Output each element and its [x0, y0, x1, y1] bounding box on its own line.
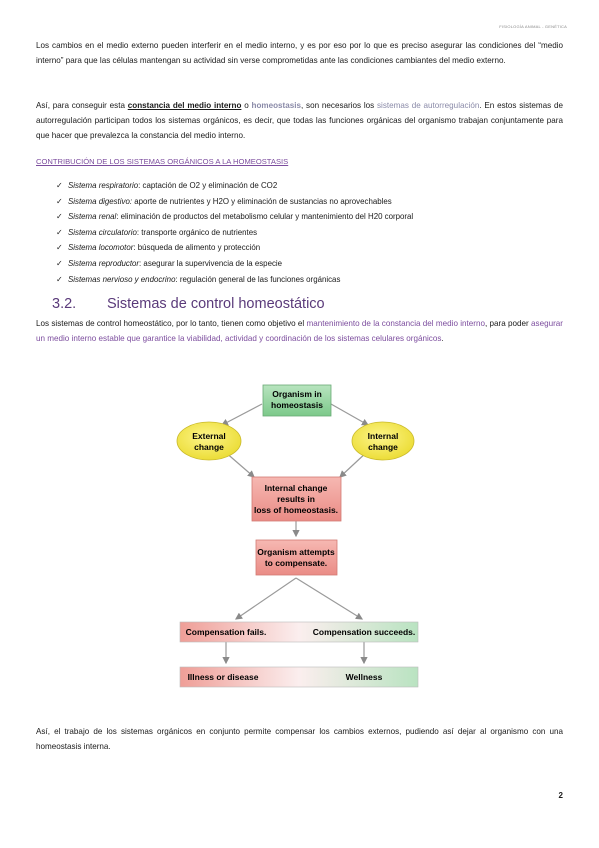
text: Los sistemas de control homeostático, po…	[36, 319, 307, 328]
text: , para poder	[485, 319, 532, 328]
arrow	[330, 403, 370, 426]
arrow	[220, 403, 263, 426]
check-icon: ✓	[56, 274, 63, 284]
box-text: homeostasis	[271, 400, 323, 410]
list-item: ✓ Sistemas nervioso y endocrino: regulaci…	[56, 272, 413, 288]
page-number: 2	[558, 791, 563, 800]
text: , son necesarios los	[301, 101, 377, 110]
system-name: Sistema circulatorio	[68, 227, 137, 237]
check-icon: ✓	[56, 227, 63, 237]
box-text: results in	[277, 494, 315, 504]
system-desc: : búsqueda de alimento y protección	[133, 243, 261, 253]
paragraph-conclusion: Así, el trabajo de los sistemas orgánico…	[36, 727, 563, 751]
oval-text: Internal	[368, 431, 399, 441]
check-icon: ✓	[56, 196, 63, 206]
systems-list: ✓ Sistema respiratorio: captación de O2 y…	[56, 178, 413, 287]
oval-text: External	[192, 431, 226, 441]
system-desc: aporte de nutrientes y H2O y eliminación…	[132, 196, 392, 206]
system-desc: : asegurar la supervivencia de la especi…	[139, 258, 283, 268]
oval-text: change	[194, 442, 224, 452]
system-desc: : captación de O2 y eliminación de CO2	[138, 181, 278, 190]
check-icon: ✓	[56, 181, 63, 190]
section-heading-title: Sistemas de control homeostático	[107, 296, 325, 312]
system-name: Sistema respiratorio	[68, 181, 139, 190]
paragraph-homeostasis: Así, para conseguir esta constancia del …	[36, 98, 563, 143]
system-desc: : regulación general de las funciones or…	[175, 274, 341, 284]
list-item: ✓ Sistema renal: eliminación de productos…	[56, 209, 413, 225]
page-header: FISIOLOGÍA ANIMAL - GENÉTICA	[499, 24, 567, 29]
paragraph-intro: Los cambios en el medio externo pueden i…	[36, 41, 563, 65]
check-icon: ✓	[56, 243, 63, 253]
list-item: ✓ Sistema respiratorio: captación de O2 y…	[56, 178, 413, 194]
text: . En estos sistemas de autorregulación p…	[36, 101, 563, 140]
list-item: ✓ Sistema reproductor: asegurar la superv…	[56, 256, 413, 272]
box-text: Internal change	[265, 483, 328, 493]
arrow	[295, 577, 364, 620]
list-item: ✓ Sistema digestivo: aporte de nutrientes…	[56, 194, 413, 210]
outcome-bar	[179, 666, 419, 688]
section-heading: 3.2. Sistemas de control homeostático	[52, 296, 325, 312]
check-icon: ✓	[56, 258, 63, 268]
compensation-bar	[179, 621, 419, 643]
system-name: Sistema reproductor	[68, 258, 140, 268]
attempt-compensate-box	[255, 539, 338, 576]
list-item: ✓ Sistema circulatorio: transporte orgáni…	[56, 225, 413, 241]
box-text: loss of homeostasis.	[254, 505, 338, 515]
system-desc: : transporte orgánico de nutrientes	[136, 227, 258, 237]
text: o	[241, 101, 252, 110]
box-text: to compensate.	[265, 558, 327, 568]
system-name: Sistema digestivo:	[68, 196, 133, 206]
emphasis-mantenimiento: mantenimiento de la constancia del medio…	[306, 319, 485, 328]
external-change-oval	[176, 421, 242, 461]
system-name: Sistema locomotor	[68, 243, 134, 253]
emphasis-constancia: constancia del medio interno	[127, 101, 242, 110]
system-name: Sistema renal	[68, 212, 117, 222]
arrow	[235, 577, 297, 620]
list-item: ✓ Sistema locomotor: búsqueda de alimento…	[56, 240, 413, 256]
section-title: CONTRIBUCIÓN DE LOS SISTEMAS ORGÁNICOS A…	[36, 157, 289, 166]
paragraph-control: Los sistemas de control homeostático, po…	[36, 316, 563, 346]
system-name: Sistemas nervioso y endocrino	[68, 274, 176, 284]
organism-homeostasis-box	[262, 384, 332, 417]
check-icon: ✓	[56, 212, 63, 222]
box-text: Organism attempts	[257, 547, 335, 557]
section-number: 3.2.	[52, 296, 77, 312]
compensation-fails-label: Compensation fails.	[186, 627, 267, 637]
text: Así, para conseguir esta	[36, 101, 128, 110]
emphasis-asegurar: asegurar un medio interno estable que ga…	[36, 319, 563, 343]
loss-homeostasis-box	[251, 476, 342, 522]
oval-text: change	[368, 442, 398, 452]
compensation-succeeds-label: Compensation succeeds.	[313, 627, 416, 637]
text: .	[441, 334, 444, 343]
box-text: Organism in	[272, 389, 322, 399]
illness-label: Illness or disease	[188, 672, 259, 682]
system-desc: : eliminación de productos del metabolis…	[116, 212, 414, 222]
wellness-label: Wellness	[346, 672, 383, 682]
internal-change-oval	[351, 421, 415, 461]
emphasis-homeostasis: homeostasis	[251, 101, 301, 110]
emphasis-autorregulacion: sistemas de autorregulación	[377, 101, 480, 110]
